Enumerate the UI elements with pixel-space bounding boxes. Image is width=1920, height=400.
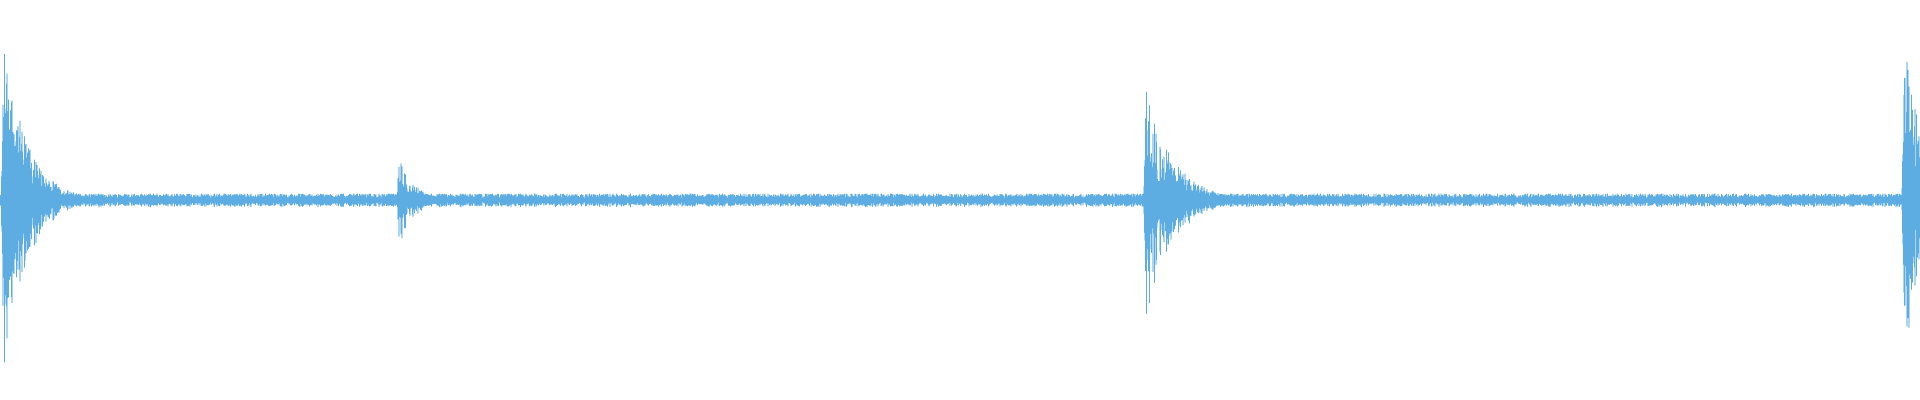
- waveform-trace: [0, 54, 1920, 363]
